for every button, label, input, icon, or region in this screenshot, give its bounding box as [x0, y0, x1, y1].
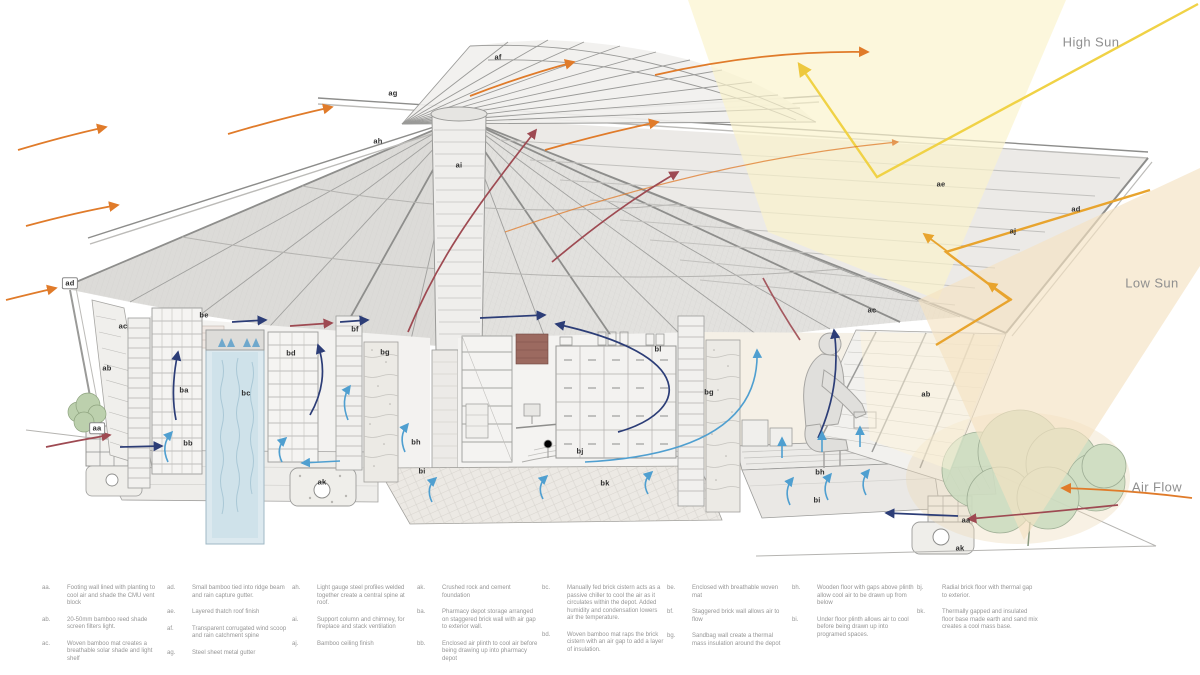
legend-item-ba: ba.Pharmacy depot storage arranged on st… — [417, 609, 536, 630]
diagram-label-bb: bb — [183, 438, 193, 448]
exhaust-arrows-navy — [119, 310, 959, 519]
legend-item-af: af.Transparent corrugated wind scoop and… — [167, 625, 287, 640]
legend-column-2: ad.Small bamboo tied into ridge beam and… — [167, 585, 289, 666]
legend-item-ab: ab.20-50mm bamboo reed shade screen filt… — [42, 616, 148, 631]
center-interior — [461, 315, 741, 513]
legend-item-bc: bc.Manually fed brick cistern acts as a … — [542, 585, 661, 621]
diagram-label-be: be — [199, 310, 209, 320]
legend-column-5: bc.Manually fed brick cistern acts as a … — [542, 585, 664, 663]
diagram-label-ah: ah — [373, 136, 383, 146]
legend-item-bf: bf.Staggered brick wall allows air to fl… — [667, 609, 780, 623]
diagram-label-ai: ai — [455, 160, 463, 170]
person-figure — [803, 332, 877, 468]
legend-item-ah: ah.Light gauge steel profiles welded tog… — [292, 585, 405, 606]
legend-item-bi: bi.Under floor plinth allows air to cool… — [792, 616, 909, 638]
diagram-label-bf: bf — [351, 324, 359, 334]
diagram-label-bh: bh — [411, 437, 421, 447]
diagram-label-ae: ae — [936, 179, 946, 189]
legend-item-ak: ak.Crushed rock and cement foundation — [417, 585, 511, 599]
diagram-label-bc: bc — [241, 388, 251, 398]
diagram-label-bi-right: bi — [813, 495, 821, 505]
diagram-label-bk: bk — [600, 478, 610, 488]
cool-air-arrows-blue — [163, 348, 871, 506]
diagram-label-af: af — [494, 52, 502, 62]
legend-item-bh: bh.Wooden floor with gaps above plinth a… — [792, 585, 914, 606]
diagram-label-ac-right: ac — [867, 305, 877, 315]
legend-item-ad: ad.Small bamboo tied into ridge beam and… — [167, 585, 285, 599]
legend-item-be: be.Enclosed with breathable woven mat — [667, 585, 779, 599]
diagram-label-ab-right: ab — [921, 389, 931, 399]
left-wall-assembly — [91, 299, 399, 545]
diagram-label-bg: bg — [380, 347, 390, 357]
legend-column-8: bj.Radial brick floor with thermal gap t… — [917, 585, 1039, 641]
legend-item-bg: bg.Sandbag wall create a thermal mass in… — [667, 633, 781, 647]
diagram-label-bj: bj — [576, 446, 584, 456]
legend-column-1: aa.Footing wall lined with planting to c… — [42, 585, 164, 672]
diagram-label-bh-right: bh — [815, 467, 825, 477]
diagram-label-ac: ac — [118, 321, 128, 331]
legend-column-3: ah.Light gauge steel profiles welded tog… — [292, 585, 414, 657]
legend-column-6: be.Enclosed with breathable woven mat bf… — [667, 585, 789, 657]
diagram-label-bl: bl — [654, 344, 662, 354]
diagram-label-bd: bd — [286, 348, 296, 358]
diagram-label-ag: ag — [388, 88, 398, 98]
warm-air-arrows-maroon — [45, 128, 1119, 524]
left-plant — [67, 392, 107, 433]
diagram-label-ba: ba — [179, 385, 189, 395]
diagram-label-aa-right: aa — [961, 515, 971, 525]
diagram-label-aj: aj — [1009, 226, 1017, 236]
chimney — [430, 106, 488, 509]
diagram-label-ak: ak — [317, 477, 327, 487]
diagram-label-ad-right: ad — [1071, 204, 1081, 214]
high-sun-label: High Sun — [1062, 34, 1120, 50]
legend-item-bd: bd.Woven bamboo mat raps the brick ciste… — [542, 631, 664, 653]
low-sun-label: Low Sun — [1125, 275, 1179, 291]
legend-item-bb: bb.Enclosed air plinth to cool air befor… — [417, 640, 538, 662]
legend-item-aj: aj.Bamboo ceiling finish — [292, 640, 374, 647]
legend-item-ag: ag.Steel sheet metal gutter — [167, 649, 256, 656]
air-flow-label: Air Flow — [1131, 479, 1183, 495]
diagram-label-bg-right: bg — [704, 387, 714, 397]
legend-item-bk: bk.Thermally gapped and insulated floor … — [917, 609, 1038, 630]
diagram-label-ad: ad — [61, 277, 79, 289]
diagram-label-aa: aa — [89, 422, 105, 434]
wind-arrows-orange — [5, 46, 1193, 499]
diagram-label-ab: ab — [102, 363, 112, 373]
legend-item-ae: ae.Layered thatch roof finish — [167, 609, 260, 615]
legend-item-aa: aa.Footing wall lined with planting to c… — [42, 585, 156, 606]
legend-item-ac: ac.Woven bamboo mat creates a breathable… — [42, 640, 153, 662]
legend-column-4: ak.Crushed rock and cement foundation ba… — [417, 585, 539, 672]
legend-item-ai: ai.Support column and chimney, for firep… — [292, 616, 405, 631]
sun-rays — [688, 0, 1200, 540]
diagram-label-bi: bi — [418, 466, 426, 476]
legend: aa.Footing wall lined with planting to c… — [0, 585, 1200, 675]
legend-column-7: bh.Wooden floor with gaps above plinth a… — [792, 585, 914, 648]
legend-item-bj: bj.Radial brick floor with thermal gap t… — [917, 585, 1033, 599]
diagram-label-ak-right: ak — [955, 543, 965, 553]
